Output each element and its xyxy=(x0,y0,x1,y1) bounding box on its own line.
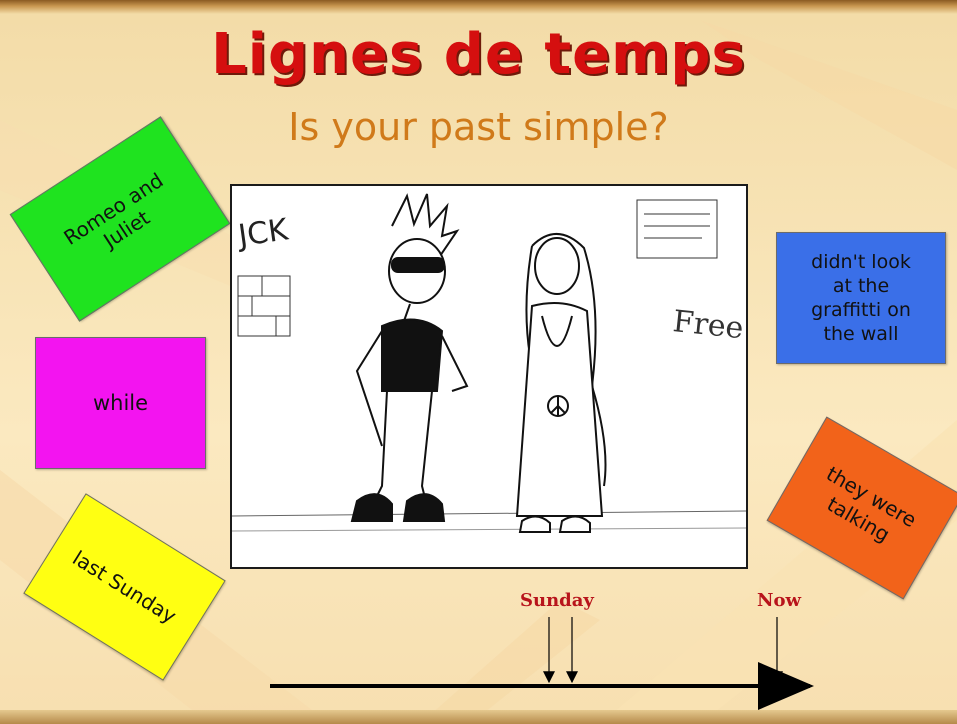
card-look-line1: didn't look xyxy=(811,251,911,273)
card-sunday-label: last Sunday xyxy=(68,545,181,629)
punk-figure xyxy=(350,193,469,522)
wall-graffiti-left: JCK xyxy=(234,212,291,254)
wall-graffiti-right: Free xyxy=(671,304,745,346)
cartoon-drawing: JCK Free xyxy=(232,193,746,533)
cartoon-image: JCK Free xyxy=(230,184,748,569)
card-while-label: while xyxy=(92,391,149,415)
card-look-line4: the wall xyxy=(823,323,899,345)
card-didnt-look[interactable]: didn't look at the graffitti on the wall xyxy=(776,232,946,364)
card-while[interactable]: while xyxy=(35,337,206,469)
timeline-label-now: Now xyxy=(757,590,801,611)
card-look-line2: at the xyxy=(832,275,890,297)
slide-title: Lignes de temps xyxy=(211,22,746,87)
timeline-label-sunday: Sunday xyxy=(520,590,594,611)
bottom-bar xyxy=(0,710,957,724)
slide-subtitle: Is your past simple? xyxy=(288,105,669,149)
card-look-line3: graffitti on xyxy=(811,299,911,321)
hippie-figure xyxy=(515,233,607,533)
